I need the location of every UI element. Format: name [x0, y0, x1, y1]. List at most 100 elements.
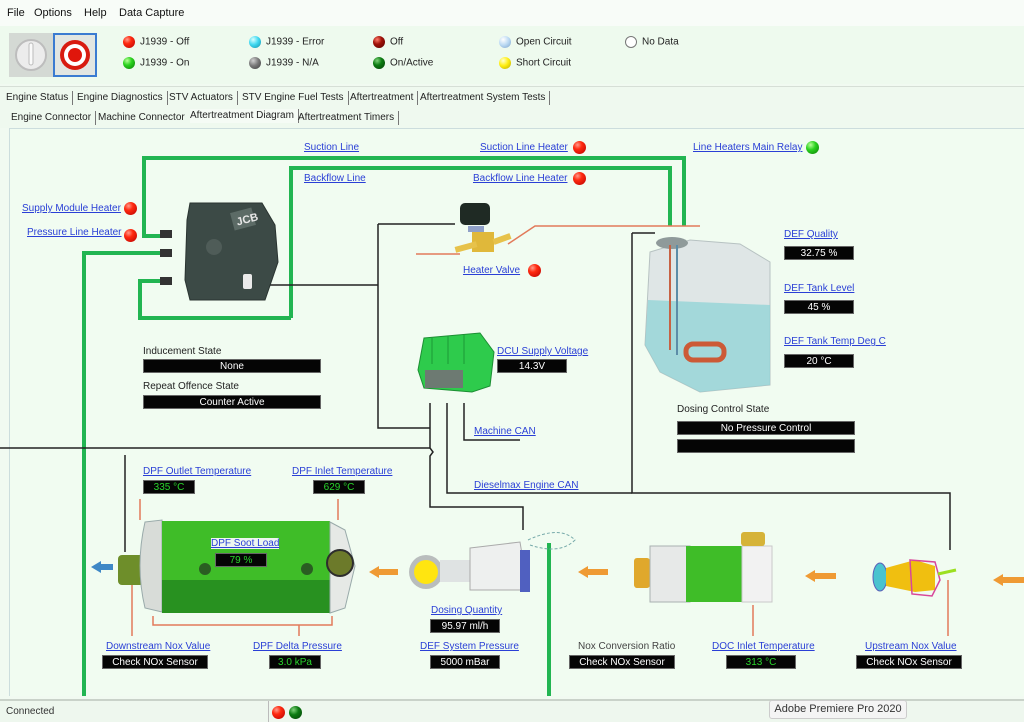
def-quality-value: 32.75 % [784, 246, 854, 260]
cyan-led-icon [249, 36, 261, 48]
upstream-nox-link[interactable]: Upstream Nox Value [865, 641, 957, 652]
dosing-quantity-link[interactable]: Dosing Quantity [431, 605, 503, 616]
red-led-icon [123, 36, 135, 48]
dpf-soot-load-link[interactable]: DPF Soot Load [211, 538, 280, 549]
exhaust-out-arrow-icon [91, 561, 113, 573]
line-heaters-main-relay-link[interactable]: Line Heaters Main Relay [693, 142, 803, 153]
line-heaters-main-relay-led-icon [806, 141, 819, 154]
nox-conversion-ratio-value: Check NOx Sensor [569, 655, 675, 669]
dosing-quantity-value: 95.97 ml/h [430, 619, 500, 633]
flow-arrows [91, 561, 1024, 586]
def-tank-graphic [644, 237, 771, 393]
tab-aftertreatment-timers[interactable]: Aftertreatment Timers [298, 111, 400, 125]
menu-file[interactable]: File [7, 7, 25, 19]
legend-j1939-off: J1939 - Off [123, 36, 189, 50]
upstream-nox-graphic [872, 559, 957, 597]
tab-machine-connector[interactable]: Machine Connector [98, 112, 185, 123]
heater-valve-link[interactable]: Heater Valve [463, 265, 521, 276]
supply-module-heater-link[interactable]: Supply Module Heater [22, 203, 121, 214]
dpf-outlet-temp-link[interactable]: DPF Outlet Temperature [143, 466, 252, 477]
doc-graphic [634, 532, 773, 603]
repeat-offence-state-label: Repeat Offence State [143, 381, 239, 392]
legend-open-circuit: Open Circuit [499, 36, 572, 50]
return-line-pipe [138, 279, 291, 320]
status-red-led-icon [272, 706, 285, 719]
suction-line-link[interactable]: Suction Line [304, 142, 360, 153]
status-green-led-icon [289, 706, 302, 719]
flow-arrow-icon [369, 566, 398, 578]
downstream-nox-value: Check NOx Sensor [102, 655, 208, 669]
backflow-line-heater-led-icon [573, 172, 586, 185]
tab-aftertreatment-system-tests[interactable]: Aftertreatment System Tests [420, 91, 551, 105]
power-icon [15, 39, 47, 71]
menu-help[interactable]: Help [84, 7, 107, 19]
dcu-module-graphic [417, 332, 495, 393]
legend-short-circuit: Short Circuit [499, 57, 571, 71]
legend-on-active: On/Active [373, 57, 433, 71]
dpf-soot-load-value: 79 % [215, 553, 267, 567]
dark-green-led-icon [373, 57, 385, 69]
gray-led-icon [249, 57, 261, 69]
taskbar-tooltip: Adobe Premiere Pro 2020 [769, 700, 907, 719]
menu-options[interactable]: Options [34, 7, 72, 19]
legend-j1939-error: J1939 - Error [249, 36, 324, 50]
dcu-supply-voltage-link[interactable]: DCU Supply Voltage [497, 346, 589, 357]
def-tank-level-link[interactable]: DEF Tank Level [784, 283, 855, 294]
downstream-nox-link[interactable]: Downstream Nox Value [106, 641, 211, 652]
tab-aftertreatment-diagram[interactable]: Aftertreatment Diagram [190, 109, 299, 123]
legend-j1939-na: J1939 - N/A [249, 57, 319, 71]
flow-arrow-icon [578, 566, 608, 578]
dpf-delta-pressure-value: 3.0 kPa [269, 655, 321, 669]
inducement-state-label: Inducement State [143, 346, 222, 357]
def-tank-level-value: 45 % [784, 300, 854, 314]
tab-engine-connector[interactable]: Engine Connector [11, 111, 97, 125]
menu-bar: File Options Help Data Capture [0, 0, 1024, 26]
pressure-line-heater-link[interactable]: Pressure Line Heater [27, 227, 122, 238]
tab-stv-engine-fuel-tests[interactable]: STV Engine Fuel Tests [242, 91, 349, 105]
dark-red-led-icon [373, 36, 385, 48]
supply-module-heater-led-icon [124, 202, 137, 215]
backflow-line-link[interactable]: Backflow Line [304, 173, 366, 184]
wiring [0, 223, 951, 552]
dpf-graphic [118, 519, 356, 614]
legend-off: Off [373, 36, 403, 50]
backflow-line-heater-link[interactable]: Backflow Line Heater [473, 173, 568, 184]
dosing-control-state-value: No Pressure Control [677, 421, 855, 435]
legend-j1939-on: J1939 - On [123, 57, 189, 71]
dosing-control-state-value-2 [677, 439, 855, 453]
tab-engine-diagnostics[interactable]: Engine Diagnostics [77, 91, 168, 105]
tab-aftertreatment[interactable]: Aftertreatment [350, 91, 419, 105]
power-button[interactable] [9, 33, 53, 77]
tab-row-main: Engine Status Engine Diagnostics STV Act… [0, 86, 1024, 107]
dpf-delta-pressure-link[interactable]: DPF Delta Pressure [253, 641, 342, 652]
repeat-offence-state-value: Counter Active [143, 395, 321, 409]
dcu-supply-voltage-value: 14.3V [497, 359, 567, 373]
flow-arrow-icon [805, 570, 836, 582]
tab-stv-actuators[interactable]: STV Actuators [169, 91, 238, 105]
dieselmax-engine-can-link[interactable]: Dieselmax Engine CAN [474, 480, 579, 491]
legend-no-data: No Data [625, 36, 679, 50]
heater-valve-graphic [454, 203, 512, 253]
machine-can-link[interactable]: Machine CAN [474, 426, 536, 437]
suction-line-heater-link[interactable]: Suction Line Heater [480, 142, 568, 153]
def-quality-link[interactable]: DEF Quality [784, 229, 838, 240]
pressure-line-heater-led-icon [124, 229, 137, 242]
inducement-state-value: None [143, 359, 321, 373]
light-blue-led-icon [499, 36, 511, 48]
dpf-inlet-temp-link[interactable]: DPF Inlet Temperature [292, 466, 393, 477]
pressure-line-pipe [82, 251, 167, 696]
def-system-pressure-link[interactable]: DEF System Pressure [420, 641, 519, 652]
dpf-inlet-temp-value: 629 °C [313, 480, 365, 494]
def-tank-temp-link[interactable]: DEF Tank Temp Deg C [784, 336, 886, 347]
dpf-outlet-temp-value: 335 °C [143, 480, 195, 494]
tab-engine-status[interactable]: Engine Status [6, 91, 74, 105]
doc-inlet-temp-link[interactable]: DOC Inlet Temperature [712, 641, 815, 652]
toolbar: J1939 - Off J1939 - On J1939 - Error J19… [0, 26, 1024, 84]
tab-row-sub: Engine Connector Machine Connector After… [0, 107, 1024, 128]
target-icon [60, 40, 90, 70]
stop-capture-button[interactable] [53, 33, 97, 77]
connection-status: Connected [6, 706, 55, 717]
yellow-led-icon [499, 57, 511, 69]
menu-data-capture[interactable]: Data Capture [119, 7, 185, 19]
